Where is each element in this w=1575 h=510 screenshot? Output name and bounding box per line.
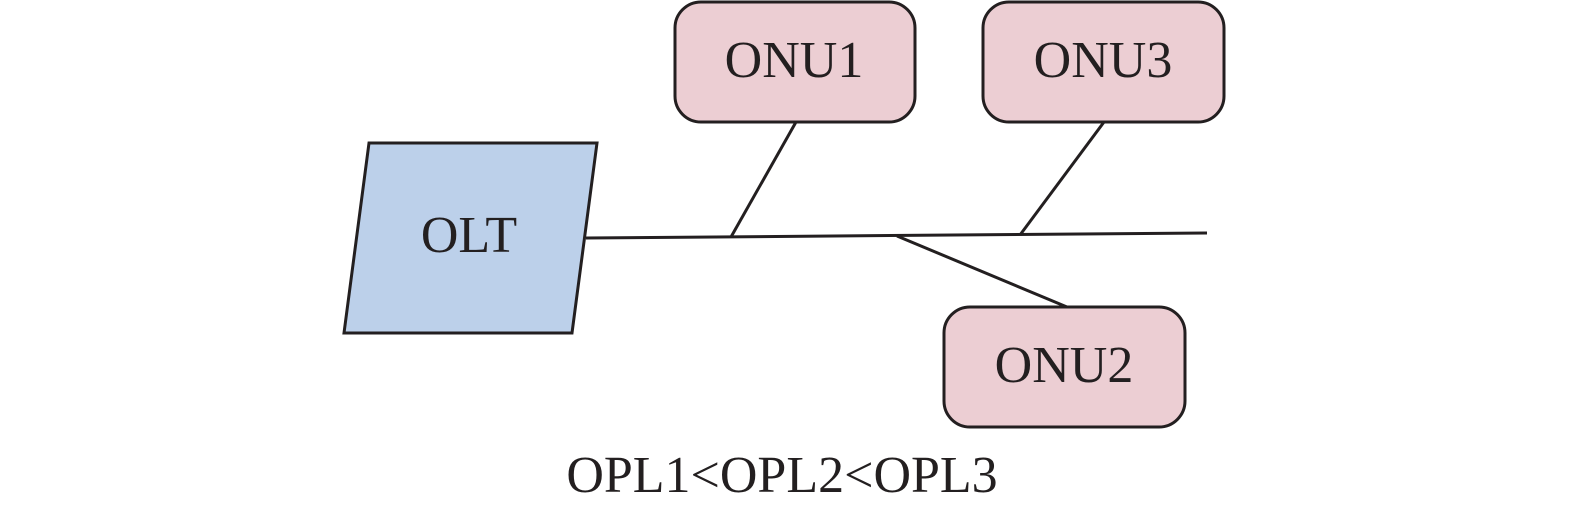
onu2-node: ONU2 <box>942 305 1187 429</box>
onu2-label: ONU2 <box>995 337 1134 394</box>
olt-shape <box>342 141 599 335</box>
branch-line-onu3 <box>1018 121 1106 236</box>
onu3-node: ONU3 <box>981 0 1226 124</box>
olt-node: OLT <box>342 141 599 335</box>
branch-line-onu1 <box>729 121 798 238</box>
onu1-node: ONU1 <box>673 0 917 124</box>
olt-label: OLT <box>421 207 517 264</box>
onu3-box <box>981 0 1226 124</box>
onu2-box <box>942 305 1187 429</box>
onu1-box <box>673 0 917 124</box>
onu3-label: ONU3 <box>1034 32 1173 89</box>
trunk-fiber-line <box>585 231 1208 240</box>
onu1-label: ONU1 <box>725 32 864 89</box>
branch-line-onu2 <box>896 234 1068 309</box>
opl-relation-caption: OPL1<OPL2<OPL3 <box>566 447 997 504</box>
